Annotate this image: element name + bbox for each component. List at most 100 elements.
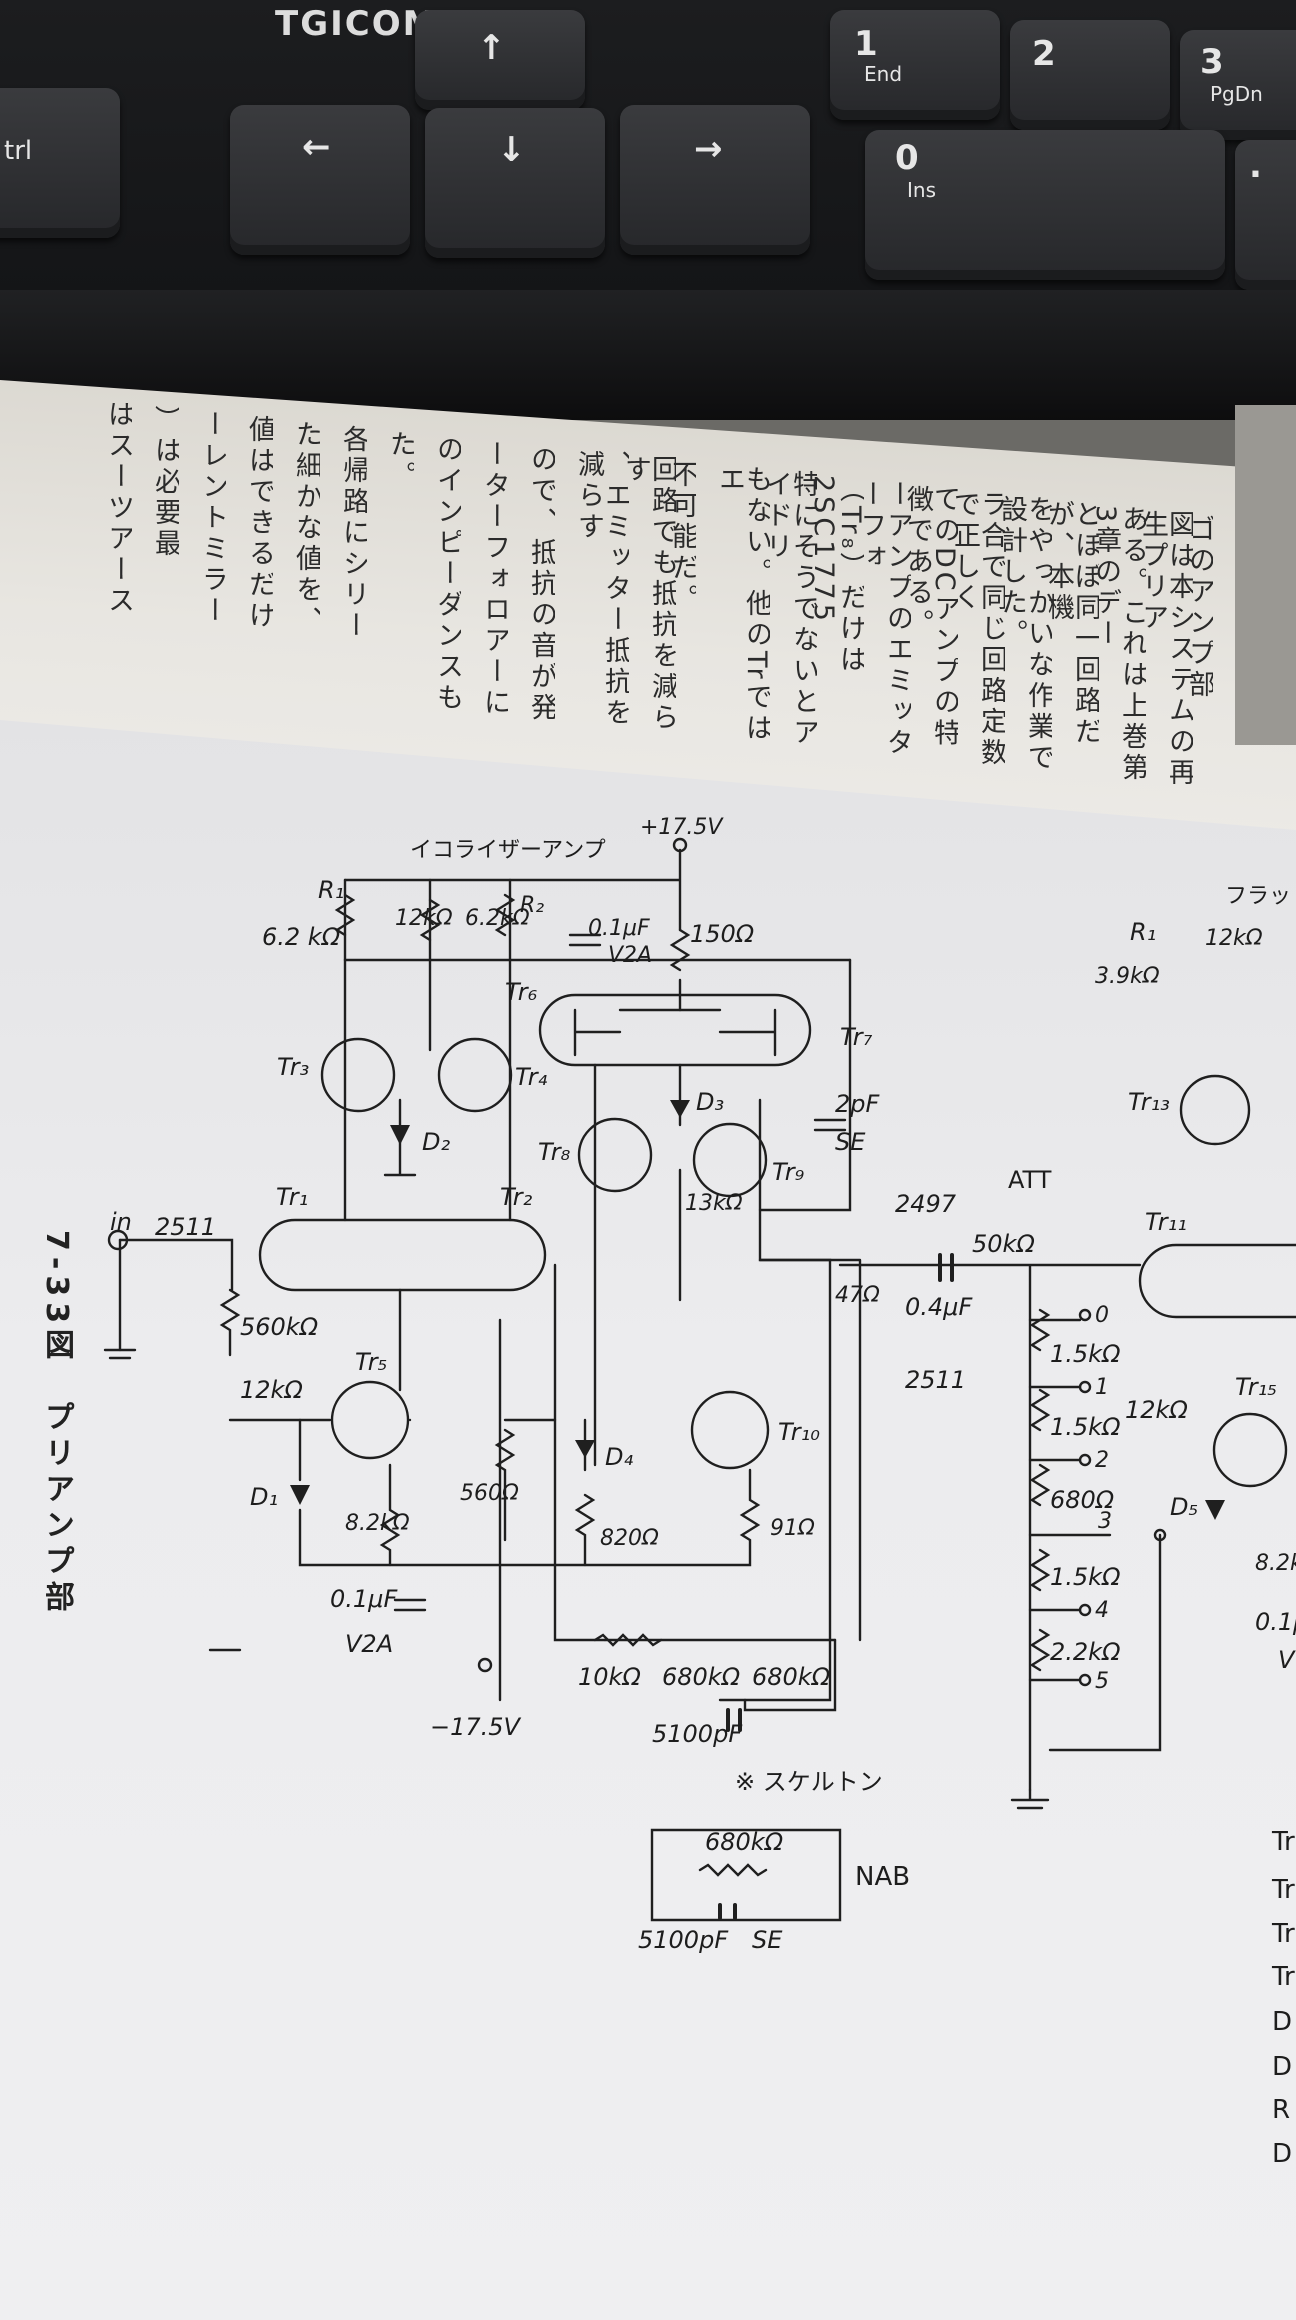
right-col-item: D bbox=[1272, 2139, 1292, 2169]
label-r680k-a: 680kΩ bbox=[662, 1663, 741, 1691]
label-c5100: 5100pF bbox=[652, 1720, 743, 1748]
label-right-82k: 8.2kΩ bbox=[1255, 1551, 1296, 1576]
label-d1: D₁ bbox=[250, 1483, 278, 1511]
label-tr8: Tr₈ bbox=[538, 1138, 571, 1166]
label-cv2a-b: V2A bbox=[345, 1630, 393, 1658]
key-3-glyph: 3 bbox=[1200, 42, 1224, 82]
supply-negative: −17.5V bbox=[430, 1713, 522, 1741]
label-r50k: 50kΩ bbox=[972, 1230, 1035, 1258]
back-page-column: 回路でも抵抗を減らす bbox=[622, 455, 676, 734]
back-page-column: もない。他のTrではエ bbox=[716, 465, 770, 745]
label-right-01: 0.1μ bbox=[1255, 1608, 1296, 1636]
key-2-glyph: 2 bbox=[1032, 34, 1056, 74]
key-left: ← bbox=[230, 105, 410, 255]
label-tr1: Tr₁ bbox=[276, 1183, 308, 1211]
label-tr4: Tr₄ bbox=[515, 1063, 548, 1091]
figure-caption: 7-33図 プリアンプ部 bbox=[39, 1230, 74, 1618]
label-right-12k: 12kΩ bbox=[1205, 926, 1263, 951]
label-tr10: Tr₁₀ bbox=[778, 1418, 820, 1446]
back-page-column: ーレントミラー bbox=[199, 410, 226, 627]
back-page-column: てのDCアンプの特徴である。 bbox=[904, 485, 958, 750]
label-right-tr15: Tr₁₅ bbox=[1235, 1373, 1277, 1401]
label-r820: 820Ω bbox=[600, 1526, 659, 1551]
label-r12k: 12kΩ bbox=[395, 906, 453, 931]
label-att-4: 4 bbox=[1095, 1598, 1109, 1623]
label-se: SE bbox=[835, 1128, 866, 1156]
label-c01uf-b: 0.1μF bbox=[330, 1585, 398, 1613]
back-page-column: 特にそうでないとアイドリ bbox=[763, 470, 817, 749]
label-right-tr11: Tr₁₁ bbox=[1145, 1208, 1187, 1236]
back-page-column: た。 bbox=[387, 430, 414, 492]
label-att-r2: 1.5kΩ bbox=[1050, 1413, 1121, 1441]
label-tr3: Tr₃ bbox=[277, 1053, 309, 1081]
label-att-r3: 680Ω bbox=[1050, 1486, 1115, 1514]
label-att-r1: 1.5kΩ bbox=[1050, 1340, 1121, 1368]
label-r10k: 10kΩ bbox=[578, 1663, 641, 1691]
label-r560: 560Ω bbox=[460, 1481, 519, 1506]
label-right-d5: D₅ bbox=[1170, 1493, 1198, 1521]
key-down: ↓ bbox=[425, 108, 605, 258]
key-0-sub: Ins bbox=[907, 178, 936, 202]
label-att-0: 0 bbox=[1095, 1303, 1109, 1328]
key-right: → bbox=[620, 105, 810, 255]
key-1-glyph: 1 bbox=[854, 24, 878, 64]
back-page-column: （Tr₈）だけは2SC1775 bbox=[810, 475, 864, 677]
key-left-glyph: ← bbox=[302, 127, 331, 167]
label-r2: R₂ bbox=[520, 893, 544, 918]
label-c2497: 2497 bbox=[895, 1190, 957, 1218]
label-nab-se: SE bbox=[752, 1926, 783, 1954]
back-page-column: をやっかいな作業で設計した。 bbox=[998, 495, 1052, 774]
key-0-glyph: 0 bbox=[895, 138, 919, 178]
back-page-column: はスーツアース bbox=[105, 400, 132, 617]
key-del: . bbox=[1235, 140, 1296, 290]
label-tr9: Tr₉ bbox=[772, 1158, 805, 1186]
label-att-5: 5 bbox=[1095, 1669, 1109, 1694]
back-page-column: ーターフォロアーに bbox=[481, 440, 508, 719]
nab-label: NAB bbox=[855, 1862, 910, 1892]
back-page-column: ーアンプのエミッターフォ bbox=[857, 480, 911, 759]
rail-top bbox=[343, 848, 682, 932]
label-c04uf: 0.4μF bbox=[905, 1293, 973, 1321]
key-2: 2 bbox=[1010, 20, 1170, 130]
label-jfet: 2511 bbox=[155, 1213, 216, 1241]
back-page-column: ラ合で同じ回路定数で正しく bbox=[951, 490, 1005, 769]
key-right-glyph: → bbox=[694, 129, 723, 169]
right-col-item: R bbox=[1272, 2095, 1290, 2125]
label-r91: 91Ω bbox=[770, 1516, 815, 1541]
label-att-3: 3 bbox=[1098, 1509, 1112, 1534]
label-tr7: Tr₇ bbox=[840, 1023, 873, 1051]
key-up: ↑ bbox=[415, 10, 585, 110]
label-nab-c: 5100pF bbox=[638, 1926, 729, 1954]
back-page-column: 値はできるだけ bbox=[246, 415, 273, 632]
keyboard: TGICOMPUTER trl ↑ ← ↓ → 1 End 2 3 PgDn 0… bbox=[0, 0, 1296, 420]
label-nab-r: 680kΩ bbox=[705, 1828, 784, 1856]
label-r47: 47Ω bbox=[835, 1283, 880, 1308]
label-right-r1: R₁ bbox=[1130, 918, 1156, 946]
skeleton-note: ※ スケルトン bbox=[735, 1768, 883, 1796]
label-r1-val: 6.2 kΩ bbox=[262, 923, 341, 951]
back-page-column: ある。これは上巻第3章のデー bbox=[1092, 505, 1146, 784]
label-right-tr13: Tr₁₃ bbox=[1128, 1088, 1170, 1116]
back-page-column: た細かな値を、 bbox=[293, 420, 320, 637]
label-att-r4: 1.5kΩ bbox=[1050, 1563, 1121, 1591]
key-0-ins: 0 Ins bbox=[865, 130, 1225, 280]
label-r82k: 8.2kΩ bbox=[345, 1511, 410, 1536]
label-cv2a: V2A bbox=[608, 943, 652, 968]
schematic-labels: イコライザーアンプ +17.5V −17.5V in ATT NAB ※ スケル… bbox=[110, 815, 1296, 2169]
key-3-pgdn: 3 PgDn bbox=[1180, 30, 1296, 140]
att-label: ATT bbox=[1008, 1166, 1052, 1194]
back-page-column: ）は必要最 bbox=[152, 405, 179, 560]
back-page-column: ゴのアンプ部 bbox=[1186, 515, 1213, 701]
section-title: イコライザーアンプ bbox=[410, 838, 606, 863]
label-c01uf: 0.1μF bbox=[588, 916, 650, 941]
label-jfet-b: 2511 bbox=[905, 1366, 966, 1394]
back-page-column: ので、抵抗の音が発 bbox=[528, 445, 555, 724]
label-r13k: 13kΩ bbox=[685, 1191, 743, 1216]
back-page-column: 各帰路にシリー bbox=[340, 425, 367, 642]
right-col-item: D bbox=[1272, 2007, 1292, 2037]
right-col-item: Tr bbox=[1271, 1919, 1295, 1949]
label-att-1: 1 bbox=[1095, 1375, 1109, 1400]
key-1-end: 1 End bbox=[830, 10, 1000, 120]
label-right-r1-val: 3.9kΩ bbox=[1095, 964, 1160, 989]
